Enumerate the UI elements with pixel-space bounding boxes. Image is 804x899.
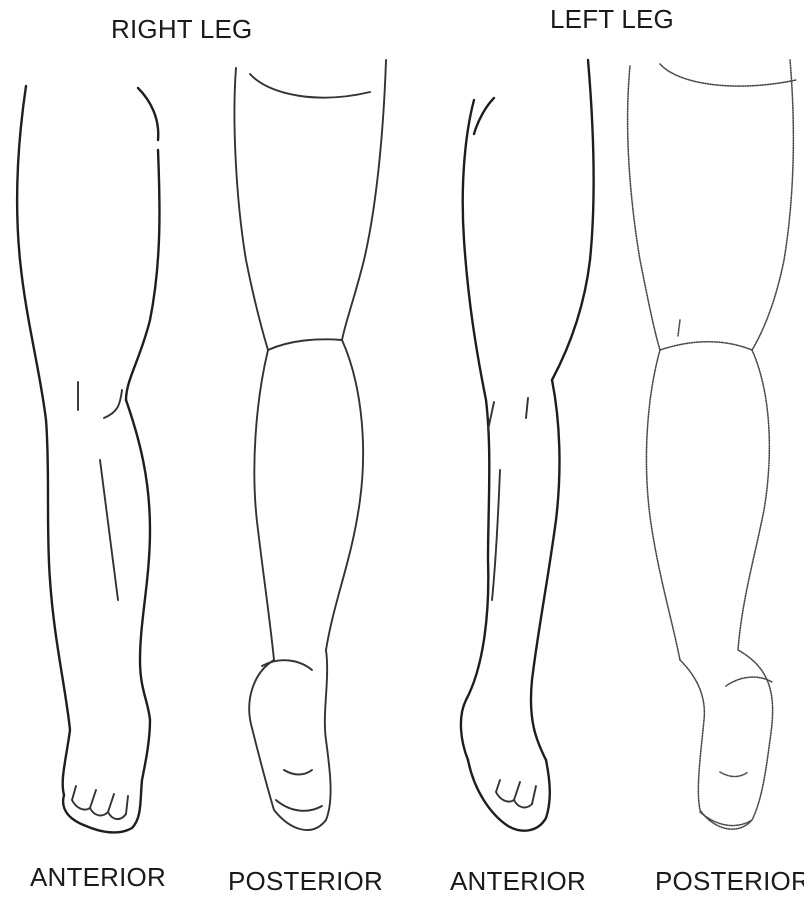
right-leg-posterior xyxy=(234,60,386,830)
right-leg-anterior xyxy=(17,86,159,832)
left-leg-posterior xyxy=(628,60,796,829)
right-anterior-label: ANTERIOR xyxy=(30,862,166,893)
left-posterior-label: POSTERIOR xyxy=(655,866,804,897)
left-leg-anterior xyxy=(461,60,594,831)
right-posterior-label: POSTERIOR xyxy=(228,866,383,897)
left-anterior-label: ANTERIOR xyxy=(450,866,586,897)
